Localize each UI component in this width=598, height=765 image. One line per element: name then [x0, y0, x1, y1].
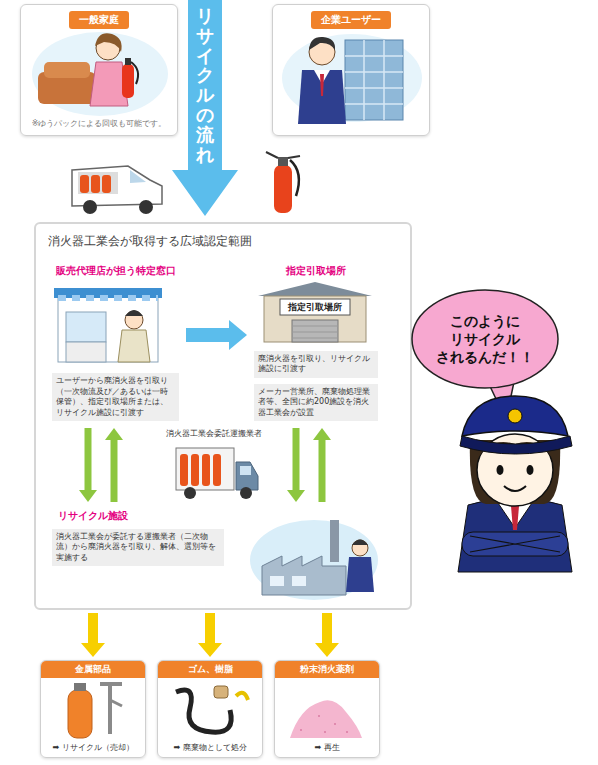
truck-picture	[176, 448, 258, 499]
flow-arrow	[186, 328, 229, 342]
result-text: ➡ 廃棄物として処分	[158, 742, 262, 757]
company-picture	[282, 34, 422, 124]
flow-arrow	[205, 613, 215, 643]
flow-arrow	[319, 440, 326, 502]
bubble-text: このように リサイクル されるんだ！！	[433, 312, 537, 367]
panel-title: 消火器工業会が取得する広域認定範囲	[48, 233, 398, 250]
output-box: ゴム、樹脂 ➡ 廃棄物として処分	[157, 660, 263, 758]
extinguisher-picture	[266, 152, 300, 213]
carrier-label: 消火器工業会委託運搬業者	[158, 428, 270, 439]
box-header: 企業ユーザー	[311, 11, 391, 29]
scope-panel: 消火器工業会が取得する広域認定範囲販売代理店が担う特定窓口ユーザーから廃消火器を…	[34, 222, 412, 610]
process-box: リサイクル施設消火器工業会が委託する運搬業者（二次物流）から廃消火器を引取り、解…	[48, 505, 398, 603]
process-box: 指定引取場所廃消火器を引取り、リサイクル施設に引渡すメーカー営業所、廃棄物処理業…	[250, 260, 382, 425]
flow-arrow	[111, 440, 118, 502]
output-box: 金属部品 ➡ リサイクル（売却）	[40, 660, 146, 758]
box-header: 粉末消火薬剤	[275, 661, 379, 678]
box-header: ゴム、樹脂	[158, 661, 262, 678]
flow-arrow	[85, 428, 92, 490]
source-box: 企業ユーザー	[272, 4, 430, 136]
flow-arrow	[322, 613, 332, 643]
household-picture	[32, 32, 168, 116]
flow-arrow	[172, 0, 238, 216]
process-box: 販売代理店が担う特定窓口ユーザーから廃消火器を引取り（一次物流及び／あるいは一時…	[48, 260, 183, 425]
girl-picture	[458, 396, 572, 572]
sign-text: 指定引取場所	[280, 301, 350, 314]
box-header: 金属部品	[41, 661, 145, 678]
flow-label: リサイクルの流れ	[196, 6, 214, 164]
source-box: 一般家庭 ※ゆうパックによる回収も可能です。	[20, 4, 178, 136]
note-text: ※ゆうパックによる回収も可能です。	[32, 118, 167, 129]
result-text: ➡ リサイクル（売却）	[41, 742, 145, 757]
flow-arrow	[88, 613, 98, 643]
rubber-resin-picture	[176, 686, 248, 732]
description: 廃消火器を引取り、リサイクル施設に引渡す	[254, 351, 378, 378]
powder-picture	[290, 700, 362, 738]
box-heading: 販売代理店が担う特定窓口	[52, 264, 179, 278]
box-header: 一般家庭	[69, 11, 129, 29]
description: 消火器工業会が委託する運搬業者（二次物流）から廃消火器を引取り、解体、選別等を実…	[52, 529, 224, 566]
description: ユーザーから廃消火器を引取り（一次物流及び／あるいは一時保管）、指定引取場所また…	[52, 373, 179, 421]
box-heading: リサイクル施設	[52, 509, 128, 523]
description: メーカー営業所、廃棄物処理業者等、全国に約200施設を消火器工業会が設置	[254, 384, 378, 421]
speech-bubble: このように リサイクル されるんだ！！	[410, 288, 560, 390]
shop-picture	[54, 288, 162, 362]
factory-picture	[250, 520, 378, 600]
metal-parts-picture	[68, 683, 122, 738]
box-heading: 指定引取場所	[254, 264, 378, 278]
flow-arrow	[293, 428, 300, 490]
van-picture	[72, 166, 162, 214]
result-text: ➡ 再生	[275, 742, 379, 757]
warehouse-picture	[258, 282, 372, 342]
output-box: 粉末消火薬剤 ➡ 再生	[274, 660, 380, 758]
